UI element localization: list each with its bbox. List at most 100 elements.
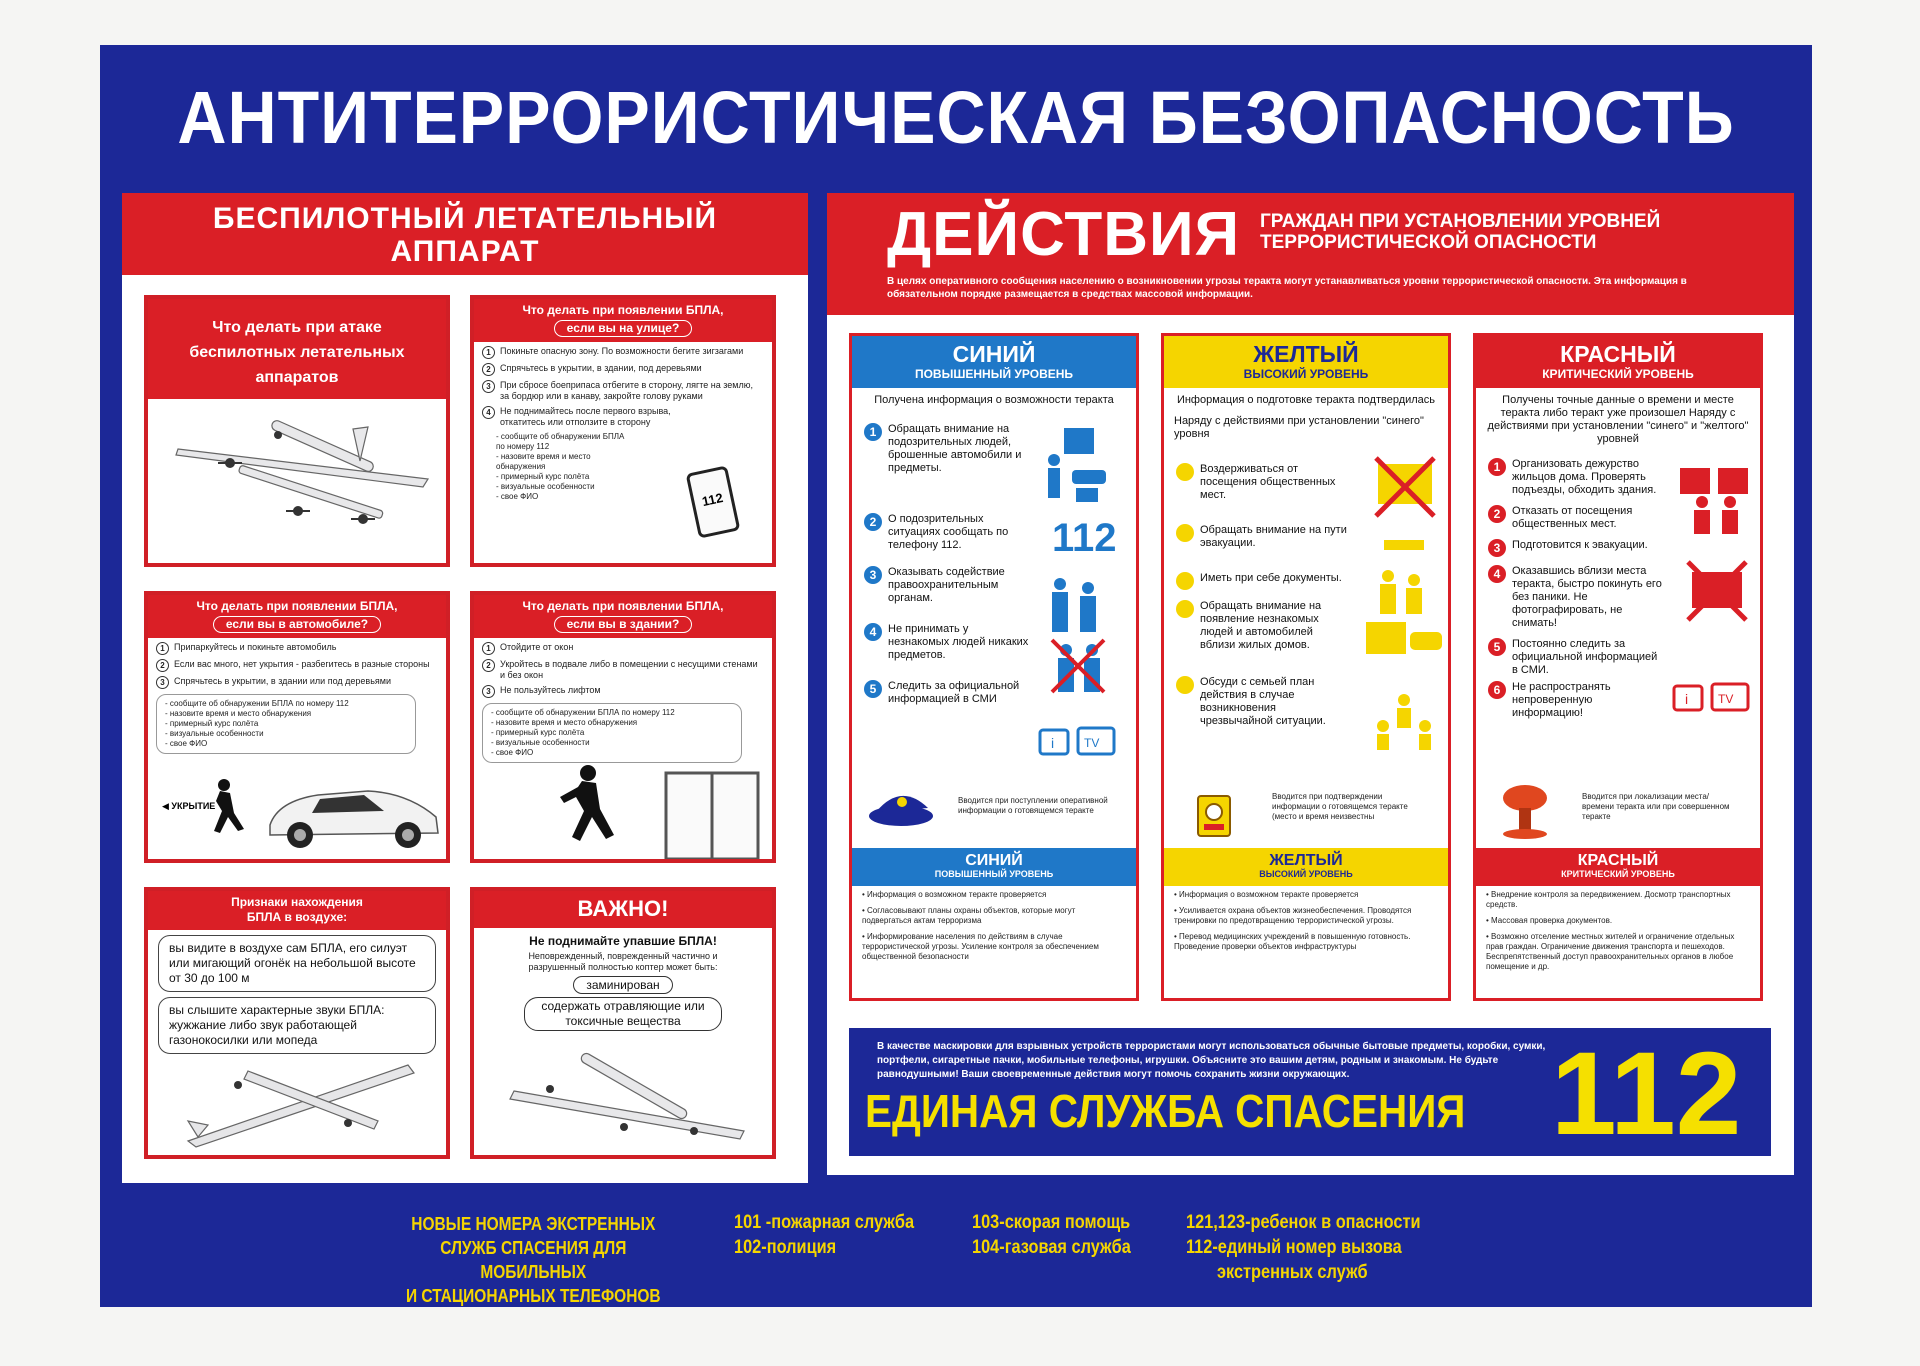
media-icon: i TV (1038, 726, 1116, 756)
list-item: Информация о возможном теракте проверяет… (1174, 890, 1438, 900)
list-item: Согласовывают планы охраны объектов, кот… (862, 906, 1126, 926)
list-item: Информирование населения по действиям в … (862, 932, 1126, 962)
actions-subtitle: ГРАЖДАН ПРИ УСТАНОВЛЕНИИ УРОВНЕЙ ТЕРРОРИ… (1260, 211, 1661, 253)
timer-bomb-icon (1197, 795, 1231, 837)
family-icon (1377, 694, 1431, 750)
signs-card-header: Признаки нахождения БПЛА в воздухе: (148, 891, 446, 930)
building-card: Что делать при появлении БПЛА, если вы в… (470, 591, 776, 863)
svg-text:i: i (1685, 691, 1688, 707)
level-blue-note: Вводится при поступлении оперативной инф… (958, 796, 1108, 815)
level-yellow-intro: Информация о подготовке теракта подтверд… (1176, 394, 1436, 406)
no-gathering-icon (1686, 560, 1748, 622)
important-oval-toxic: содержать отравляющие или токсичные веще… (524, 997, 722, 1031)
list-item: Обращать внимание на появление незнакомы… (1176, 600, 1351, 652)
list-item: 112-единый номер вызова (1186, 1237, 1402, 1258)
evacuation-icon (1366, 540, 1442, 654)
no-items-icon (1050, 638, 1106, 694)
street-card: Что делать при появлении БПЛА, если вы н… (470, 295, 776, 567)
list-item: 103-скорая помощь (972, 1212, 1131, 1233)
building-card-header: Что делать при появлении БПЛА, если вы в… (474, 595, 772, 638)
poster: АНТИТЕРРОРИСТИЧЕСКАЯ БЕЗОПАСНОСТЬ БЕСПИЛ… (100, 45, 1812, 1307)
emergency-number: 112 (1052, 516, 1117, 560)
car-card-header: Что делать при появлении БПЛА, если вы в… (148, 595, 446, 638)
svg-text:TV: TV (1718, 692, 1733, 706)
footer-numbers-col1: 101 -пожарная служба 102-полиция (734, 1210, 914, 1260)
attack-line2: беспилотных летательных (189, 344, 405, 361)
uav-header-line2: АППАРАТ (390, 235, 540, 268)
level-yellow-note: Вводится при подтверждении информации о … (1272, 792, 1408, 821)
police-icon (1052, 578, 1096, 632)
actions-intro: В целях оперативного сообщения населению… (887, 276, 1687, 300)
signs-bubble-hear: вы слышите характерные звуки БПЛА: жужжа… (158, 997, 436, 1054)
list-item: Массовая проверка документов. (1486, 916, 1750, 926)
list-item: 101 -пожарная служба (734, 1212, 915, 1233)
level-red-intro: Получены точные данные о времени и месте… (1487, 394, 1749, 445)
drone-image (509, 1052, 745, 1140)
attack-card: Что делать при атаке беспилотных летател… (144, 295, 450, 567)
building-memo: - сообщите об обнаружении БПЛА по номеру… (482, 703, 742, 763)
building-oval: если вы в здании? (553, 616, 693, 633)
signs-title2: БПЛА в воздухе: (246, 910, 348, 924)
phone-icon: 112 (685, 465, 741, 539)
media-icon: i TV (1672, 682, 1750, 712)
car-memo: - сообщите об обнаружении БПЛА по номеру… (156, 694, 416, 754)
page-title: АНТИТЕРРОРИСТИЧЕСКАЯ БЕЗОПАСНОСТЬ (177, 76, 1735, 159)
car-card: Что делать при появлении БПЛА, если вы в… (144, 591, 450, 863)
street-oval: если вы на улице? (553, 320, 693, 337)
phone-number: 112 (700, 490, 725, 510)
drone-image (175, 420, 430, 524)
list-item: Возможно отселение местных жителей и огр… (1486, 932, 1750, 972)
car-runner-image (214, 779, 439, 848)
list-item: Внедрение контроля за передвижением. Дос… (1486, 890, 1750, 910)
list-item: 102-полиция (734, 1237, 837, 1258)
car-oval: если вы в автомобиле? (212, 616, 382, 633)
list-item: Усиливается охрана объектов жизнеобеспеч… (1174, 906, 1438, 926)
rescue-title: ЕДИНАЯ СЛУЖБА СПАСЕНИЯ (865, 1085, 1466, 1137)
list-item: Обращать внимание на пути эвакуации. (1176, 524, 1351, 550)
important-header: ВАЖНО! (474, 891, 772, 928)
level-blue-intro: Получена информация о возможности теракт… (874, 394, 1114, 406)
drone-image (186, 1064, 415, 1148)
street-card-header: Что делать при появлении БПЛА, если вы н… (474, 299, 772, 342)
svg-text:i: i (1051, 735, 1054, 751)
list-item: Перевод медицинских учреждений в повышен… (1174, 932, 1438, 952)
window-runner-image (560, 765, 760, 859)
building-title: Что делать при появлении БПЛА, (522, 599, 724, 613)
people-car-icon (1048, 428, 1106, 502)
shelter-label: ◀ УКРЫТИЕ (162, 801, 216, 811)
uav-header-line1: БЕСПИЛОТНЫЙ ЛЕТАТЕЛЬНЫЙ (212, 202, 718, 235)
important-line: Не поднимайте упавшие БПЛА! (529, 934, 717, 948)
guard-icon (1680, 468, 1748, 534)
rescue-number: 112 (1551, 1028, 1742, 1160)
signs-bubble-see: вы видите в воздухе сам БПЛА, его силуэт… (158, 935, 436, 992)
explosion-icon (1503, 785, 1547, 839)
